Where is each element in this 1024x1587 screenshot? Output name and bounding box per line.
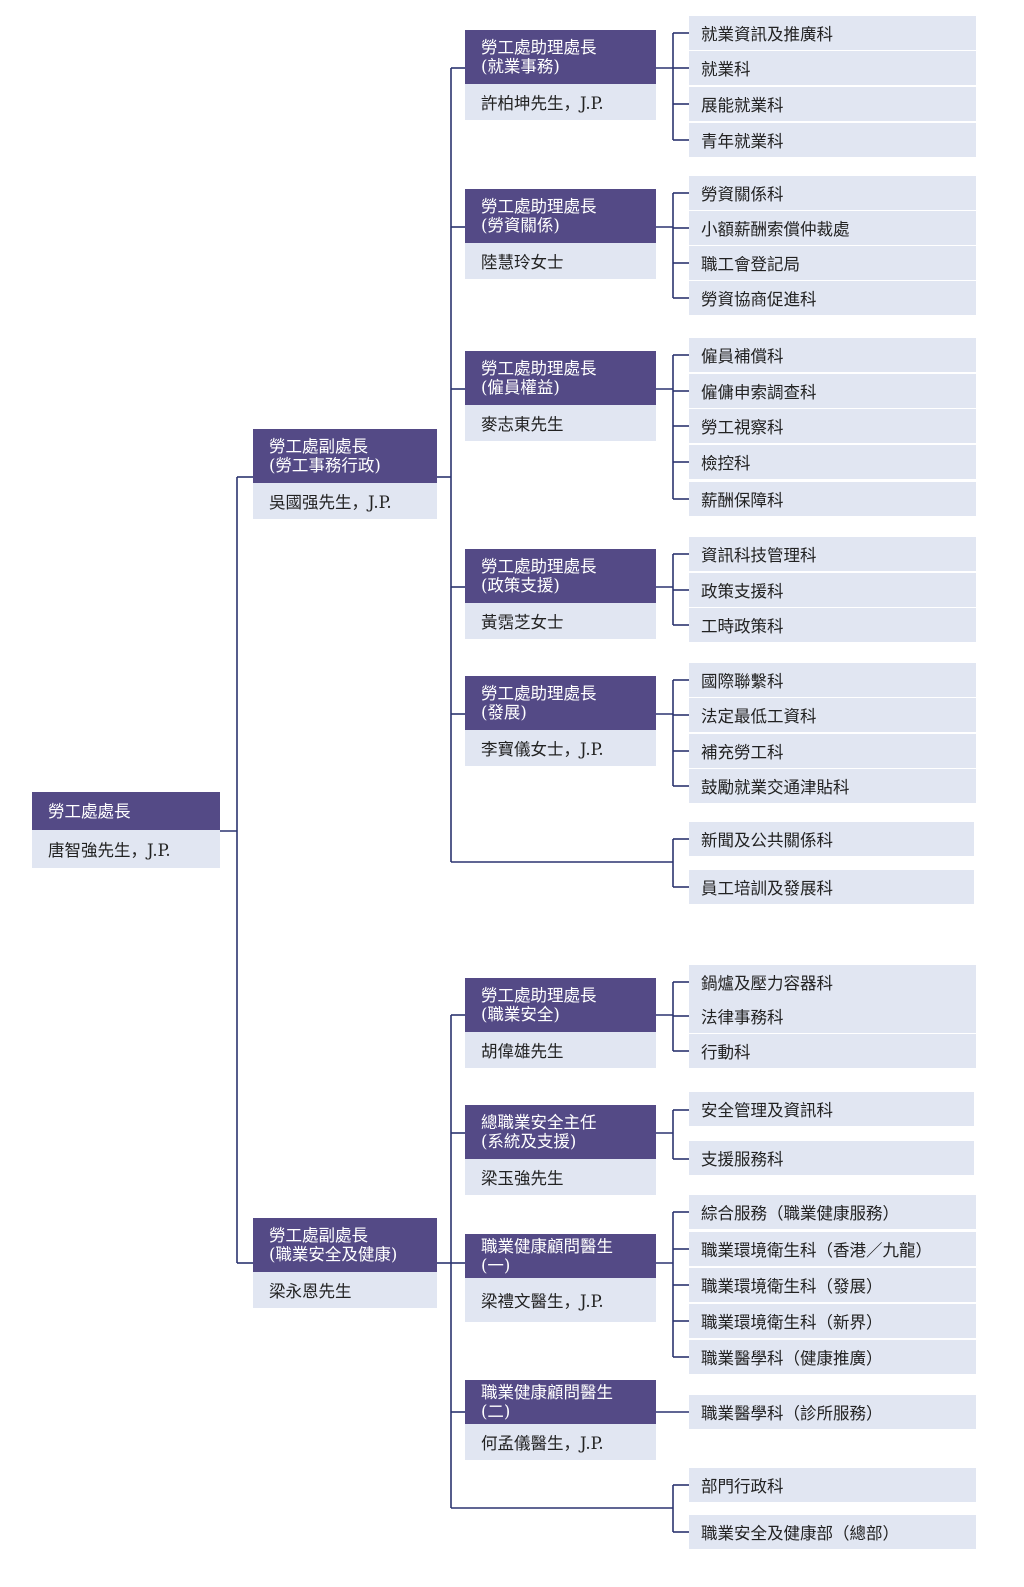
ac-policy-support-box: 勞工處助理處長(政策支援) 黃霑芝女士 bbox=[465, 549, 656, 639]
ac-policy-support-title: 勞工處助理處長(政策支援) bbox=[465, 549, 656, 603]
ac-labour-relations-name: 陸慧玲女士 bbox=[465, 243, 656, 279]
ac-occupational-safety-name: 胡偉雄先生 bbox=[465, 1032, 656, 1068]
ac-occupational-safety-title: 勞工處助理處長(職業安全) bbox=[465, 978, 656, 1032]
ac-development-box: 勞工處助理處長(發展) 李寶儀女士，J.P. bbox=[465, 676, 656, 766]
deputy-osh-title: 勞工處副處長(職業安全及健康) bbox=[253, 1218, 437, 1272]
section-box: 新聞及公共關係科 bbox=[689, 822, 974, 856]
section-box: 就業資訊及推廣科 bbox=[689, 16, 976, 50]
deputy-labour-box: 勞工處副處長(勞工事務行政) 吳國强先生，J.P. bbox=[253, 429, 437, 519]
section-box: 補充勞工科 bbox=[689, 734, 976, 768]
section-box: 僱傭申索調查科 bbox=[689, 374, 976, 408]
section-box: 小額薪酬索償仲裁處 bbox=[689, 211, 976, 245]
section-box: 薪酬保障科 bbox=[689, 482, 976, 516]
section-box: 職工會登記局 bbox=[689, 246, 976, 280]
ohc-2-name: 何孟儀醫生，J.P. bbox=[465, 1424, 656, 1460]
ac-labour-relations-box: 勞工處助理處長(勞資關係) 陸慧玲女士 bbox=[465, 189, 656, 279]
section-box: 職業醫學科（診所服務） bbox=[689, 1395, 976, 1429]
ac-development-name: 李寶儀女士，J.P. bbox=[465, 730, 656, 766]
chief-osh-officer-box: 總職業安全主任(系統及支援) 梁玉強先生 bbox=[465, 1105, 656, 1195]
section-box: 綜合服務（職業健康服務） bbox=[689, 1195, 976, 1229]
section-box: 法定最低工資科 bbox=[689, 698, 976, 732]
section-box: 職業環境衛生科（香港／九龍） bbox=[689, 1232, 976, 1266]
ac-labour-relations-title: 勞工處助理處長(勞資關係) bbox=[465, 189, 656, 243]
ac-policy-support-name: 黃霑芝女士 bbox=[465, 603, 656, 639]
section-box: 政策支援科 bbox=[689, 573, 976, 607]
ac-employment-name: 許柏坤先生，J.P. bbox=[465, 84, 656, 120]
ac-employment-box: 勞工處助理處長(就業事務) 許柏坤先生，J.P. bbox=[465, 30, 656, 120]
section-box: 展能就業科 bbox=[689, 87, 976, 121]
section-box: 鍋爐及壓力容器科 bbox=[689, 965, 976, 999]
section-box: 資訊科技管理科 bbox=[689, 537, 976, 571]
section-box: 部門行政科 bbox=[689, 1468, 976, 1502]
ac-development-title: 勞工處助理處長(發展) bbox=[465, 676, 656, 730]
section-box: 勞工視察科 bbox=[689, 409, 976, 443]
section-box: 員工培訓及發展科 bbox=[689, 870, 974, 904]
ohc-1-title: 職業健康顧問醫生(一) bbox=[465, 1234, 656, 1278]
section-box: 行動科 bbox=[689, 1034, 976, 1068]
section-box: 支援服務科 bbox=[689, 1141, 974, 1175]
deputy-osh-name: 梁永恩先生 bbox=[253, 1272, 437, 1308]
section-box: 職業環境衛生科（新界） bbox=[689, 1304, 976, 1338]
section-box: 國際聯繫科 bbox=[689, 663, 976, 697]
section-box: 法律事務科 bbox=[689, 999, 976, 1033]
commissioner-box: 勞工處處長 唐智強先生，J.P. bbox=[32, 792, 220, 868]
chief-osh-officer-name: 梁玉強先生 bbox=[465, 1159, 656, 1195]
deputy-labour-name: 吳國强先生，J.P. bbox=[253, 483, 437, 519]
ac-employees-rights-name: 麥志東先生 bbox=[465, 405, 656, 441]
ohc-1-name: 梁禮文醫生，J.P. bbox=[465, 1278, 656, 1322]
section-box: 青年就業科 bbox=[689, 123, 976, 157]
ac-employment-title: 勞工處助理處長(就業事務) bbox=[465, 30, 656, 84]
section-box: 檢控科 bbox=[689, 445, 976, 479]
deputy-labour-title: 勞工處副處長(勞工事務行政) bbox=[253, 429, 437, 483]
commissioner-name: 唐智強先生，J.P. bbox=[32, 830, 220, 868]
chief-osh-officer-title: 總職業安全主任(系統及支援) bbox=[465, 1105, 656, 1159]
section-box: 勞資協商促進科 bbox=[689, 281, 976, 315]
deputy-osh-box: 勞工處副處長(職業安全及健康) 梁永恩先生 bbox=[253, 1218, 437, 1308]
ac-employees-rights-box: 勞工處助理處長(僱員權益) 麥志東先生 bbox=[465, 351, 656, 441]
section-box: 職業醫學科（健康推廣） bbox=[689, 1340, 976, 1374]
section-box: 鼓勵就業交通津貼科 bbox=[689, 769, 976, 803]
section-box: 僱員補償科 bbox=[689, 338, 976, 372]
ac-occupational-safety-box: 勞工處助理處長(職業安全) 胡偉雄先生 bbox=[465, 978, 656, 1068]
ohc-2-box: 職業健康顧問醫生(二) 何孟儀醫生，J.P. bbox=[465, 1380, 656, 1460]
ohc-2-title: 職業健康顧問醫生(二) bbox=[465, 1380, 656, 1424]
ohc-1-box: 職業健康顧問醫生(一) 梁禮文醫生，J.P. bbox=[465, 1234, 656, 1322]
section-box: 職業安全及健康部（總部） bbox=[689, 1515, 976, 1549]
section-box: 安全管理及資訊科 bbox=[689, 1092, 974, 1126]
commissioner-title: 勞工處處長 bbox=[32, 792, 220, 830]
section-box: 勞資關係科 bbox=[689, 176, 976, 210]
section-box: 工時政策科 bbox=[689, 608, 976, 642]
section-box: 職業環境衛生科（發展） bbox=[689, 1268, 976, 1302]
section-box: 就業科 bbox=[689, 51, 976, 85]
ac-employees-rights-title: 勞工處助理處長(僱員權益) bbox=[465, 351, 656, 405]
